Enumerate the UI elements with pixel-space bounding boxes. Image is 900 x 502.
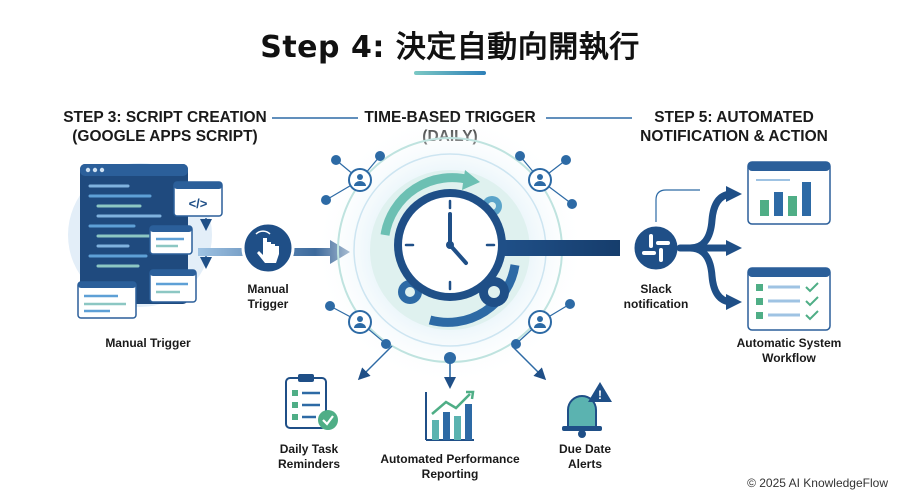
bell-alert-icon: ! bbox=[562, 382, 612, 438]
slack-line2: notification bbox=[623, 297, 689, 311]
workflow-line2: Workflow bbox=[762, 351, 816, 365]
workflow-label: Automatic System Workflow bbox=[724, 336, 854, 366]
due-date-line2: Alerts bbox=[567, 457, 602, 471]
left-heading-line2: (GOOGLE APPS SCRIPT) bbox=[72, 128, 258, 145]
manual-trigger-line1: Manual bbox=[247, 282, 289, 296]
daily-task-line2: Reminders bbox=[277, 457, 341, 471]
arrow-to-daily-task bbox=[357, 345, 393, 381]
slack-connector bbox=[655, 189, 700, 222]
daily-task-label: Daily Task Reminders bbox=[264, 442, 354, 472]
right-section-heading: STEP 5: AUTOMATED NOTIFICATION & ACTION bbox=[636, 108, 832, 146]
due-date-line1: Due Date bbox=[558, 442, 611, 456]
left-heading-line1: STEP 3: SCRIPT CREATION bbox=[63, 109, 267, 126]
workflow-line1: Automatic System bbox=[736, 336, 842, 350]
manual-trigger-button-label[interactable]: Manual Trigger bbox=[228, 282, 308, 312]
daily-task-line1: Daily Task bbox=[279, 442, 339, 456]
clock-hub bbox=[315, 115, 585, 385]
svg-text:!: ! bbox=[598, 388, 602, 402]
right-heading-line1: STEP 5: AUTOMATED bbox=[654, 109, 814, 126]
manual-trigger-button-graphic bbox=[241, 221, 295, 275]
right-heading-line2: NOTIFICATION & ACTION bbox=[640, 128, 828, 145]
slack-line1: Slack bbox=[640, 282, 672, 296]
performance-chart-icon bbox=[425, 390, 475, 441]
copyright-footer: © 2025 AI KnowledgeFlow bbox=[747, 476, 888, 490]
manual-trigger-label: Manual Trigger bbox=[105, 336, 191, 350]
branch-arrows bbox=[676, 190, 734, 306]
svg-text:</>: </> bbox=[189, 196, 208, 211]
slack-notification-label: Slack notification bbox=[614, 282, 698, 312]
left-section-heading: STEP 3: SCRIPT CREATION (GOOGLE APPS SCR… bbox=[62, 108, 268, 146]
daily-task-icon bbox=[285, 374, 338, 430]
performance-line1: Automated Performance bbox=[380, 452, 520, 466]
page-title: Step 4: 決定自動向開執行 bbox=[260, 30, 640, 65]
performance-label: Automated Performance Reporting bbox=[370, 452, 530, 482]
user-nodes bbox=[348, 168, 552, 334]
workflow-checklist-window bbox=[747, 267, 831, 331]
network-node-dots bbox=[321, 151, 577, 364]
arrow-to-due-date bbox=[511, 345, 547, 381]
title-underline bbox=[414, 71, 486, 75]
script-editor-illustration: </> bbox=[68, 163, 223, 319]
manual-trigger-line2: Trigger bbox=[247, 297, 289, 311]
performance-line2: Reporting bbox=[421, 467, 479, 481]
dashboard-chart-window bbox=[747, 161, 831, 225]
arrow-to-slack bbox=[505, 240, 620, 256]
due-date-label: Due Date Alerts bbox=[548, 442, 622, 472]
slack-icon bbox=[631, 223, 681, 273]
